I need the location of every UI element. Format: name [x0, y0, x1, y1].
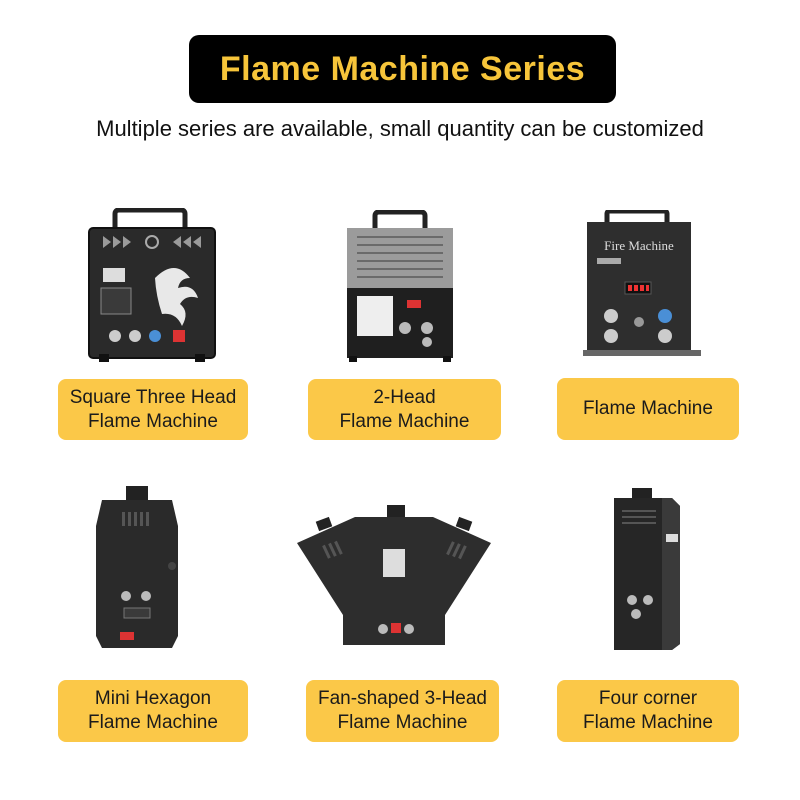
product-label-box: Mini Hexagon Flame Machine	[58, 680, 248, 742]
device-label: Fire Machine	[604, 238, 674, 253]
product-label-box: Fan-shaped 3-Head Flame Machine	[306, 680, 499, 742]
two-head-machine-icon	[345, 210, 455, 362]
product-label-box: 2-Head Flame Machine	[308, 379, 501, 440]
product-label: Square Three Head Flame Machine	[69, 386, 237, 432]
product-label: Fan-shaped 3-Head Flame Machine	[318, 688, 487, 733]
fan-shaped-machine-icon	[295, 505, 493, 651]
page-title: Flame Machine Series	[219, 49, 586, 88]
product-label: Four corner Flame Machine	[583, 688, 713, 733]
product-label: Mini Hexagon Flame Machine	[88, 688, 218, 733]
product-label-box: Square Three Head Flame Machine	[58, 379, 248, 440]
product-label-box: Flame Machine	[557, 378, 739, 440]
product-label-box: Four corner Flame Machine	[557, 680, 739, 742]
mini-hexagon-machine-icon	[92, 486, 182, 651]
four-corner-machine-icon	[608, 488, 686, 652]
square-three-head-machine-icon	[85, 208, 220, 363]
product-label: Flame Machine	[583, 398, 713, 419]
page-subtitle: Multiple series are available, small qua…	[96, 116, 704, 141]
title-banner: Flame Machine Series	[189, 35, 616, 103]
flame-machine-icon: Fire Machine	[583, 210, 703, 358]
product-label: 2-Head Flame Machine	[339, 386, 470, 432]
